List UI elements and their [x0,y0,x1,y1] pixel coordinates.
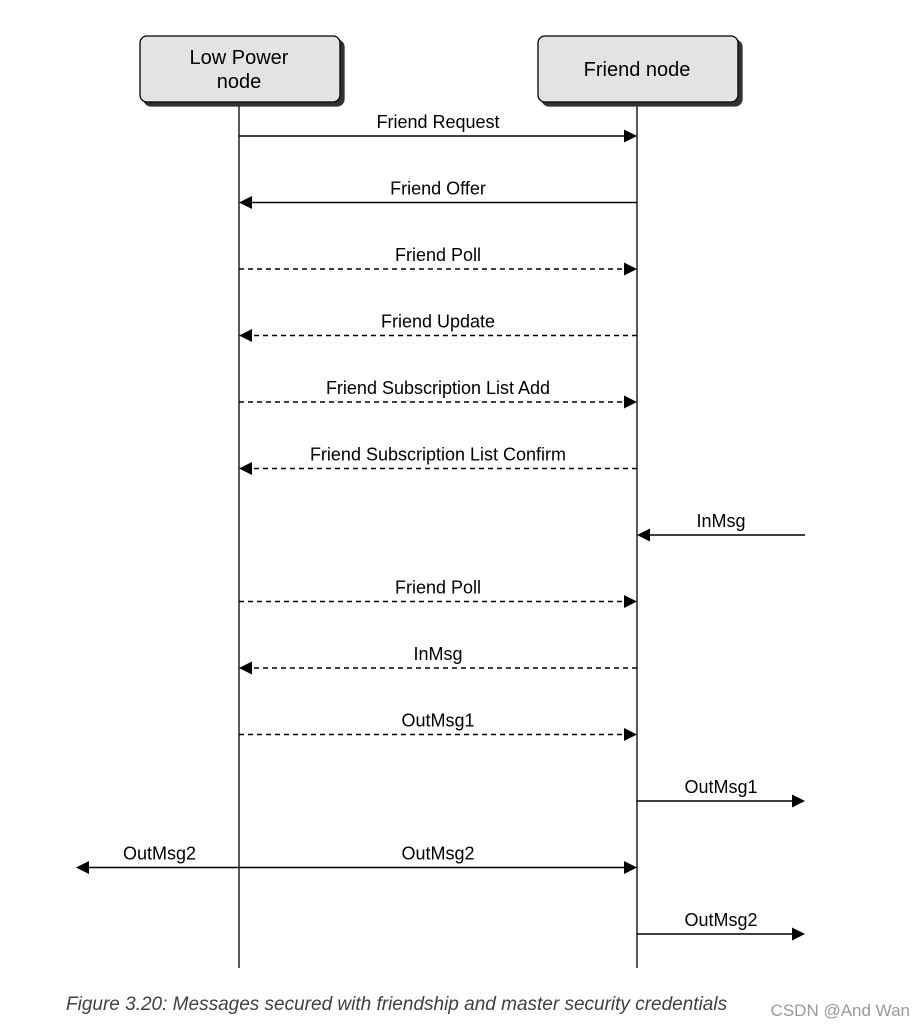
participant-label: Friend node [584,59,691,81]
arrowhead [239,462,252,475]
message-label: OutMsg1 [401,711,474,731]
message-label: Friend Subscription List Confirm [310,445,566,465]
arrowhead [792,794,805,808]
message-13: OutMsg2 [637,910,805,941]
participant-label: node [217,71,262,93]
message-4: Friend Update [239,312,637,342]
arrowhead [637,528,650,542]
message-3: Friend Poll [239,245,637,276]
message-label: OutMsg2 [123,844,196,864]
figure-caption: Figure 3.20: Messages secured with frien… [66,994,728,1015]
message-1: Friend Request [239,112,637,143]
message-label: InMsg [696,511,745,531]
message-label: Friend Subscription List Add [326,378,550,398]
arrowhead [239,661,252,675]
participant-box [537,35,739,103]
arrowhead [624,728,637,741]
arrowhead [624,129,637,143]
message-label: Friend Poll [395,578,481,598]
message-10: OutMsg1 [239,711,637,741]
watermark: CSDN @And Wan [770,1001,910,1020]
arrowhead [239,196,252,209]
message-label: Friend Poll [395,245,481,265]
participant-box [139,35,341,103]
message-11: OutMsg1 [637,777,805,808]
message-5: Friend Subscription List Add [239,378,637,409]
message-label: Friend Request [376,112,499,132]
arrowhead [624,395,637,409]
message-12: OutMsg2 OutMsg2 [76,844,637,874]
message-label: Friend Update [381,312,495,332]
arrowhead [624,595,637,608]
message-2: Friend Offer [239,179,637,209]
arrowhead [624,262,637,276]
arrowhead [792,927,805,941]
arrowhead [239,329,252,342]
message-8: Friend Poll [239,578,637,608]
participant-label: Low Power [190,47,289,69]
message-9: InMsg [239,644,637,675]
participant-friend: Friend node [537,35,739,103]
message-7: InMsg [637,511,805,542]
message-label: OutMsg1 [684,777,757,797]
arrowhead [624,861,637,874]
message-label: Friend Offer [390,179,486,199]
arrowhead [76,861,89,874]
lifelines [238,102,638,968]
message-label: InMsg [413,644,462,664]
message-label: OutMsg2 [401,844,474,864]
message-6: Friend Subscription List Confirm [239,445,637,475]
message-label: OutMsg2 [684,910,757,930]
